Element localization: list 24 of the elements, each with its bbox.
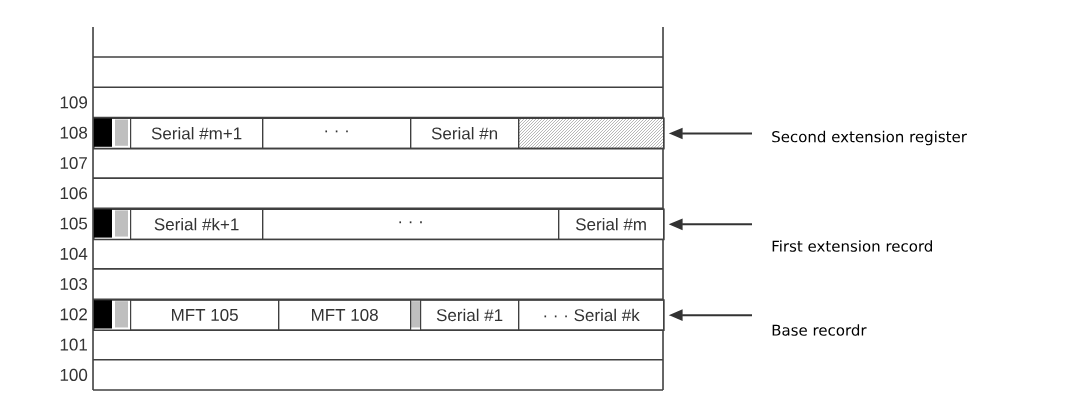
- callout-text: Base recordr: [772, 324, 867, 336]
- row-number: 101: [60, 338, 87, 351]
- row-number: 109: [60, 96, 87, 109]
- row-number: 105: [60, 217, 88, 230]
- field-cell: · · ·: [262, 117, 412, 149]
- field-cell: Serial #k+1: [130, 208, 264, 240]
- field-cell: MFT 108: [278, 299, 412, 331]
- field-cell: MFT 105: [130, 299, 280, 331]
- field-cell: · · · Serial #k: [518, 299, 665, 331]
- field-cell: Serial #1: [420, 299, 520, 331]
- row-number: 107: [60, 156, 87, 169]
- row-number: 102: [60, 308, 87, 321]
- field-cell: Serial #m+1: [130, 117, 264, 149]
- field-cell: Serial #n: [410, 117, 520, 149]
- row-number: 103: [60, 277, 88, 290]
- hatched-cell: [518, 117, 665, 149]
- row-number: 108: [60, 126, 88, 139]
- callout-text: First extension record: [772, 240, 932, 252]
- row-number: 104: [60, 247, 88, 260]
- row-number: 106: [60, 187, 88, 200]
- row-number: 100: [60, 368, 88, 381]
- field-cell: Serial #m: [558, 208, 665, 240]
- field-cell: · · ·: [262, 208, 560, 240]
- callout-text: Second extension register: [772, 130, 967, 146]
